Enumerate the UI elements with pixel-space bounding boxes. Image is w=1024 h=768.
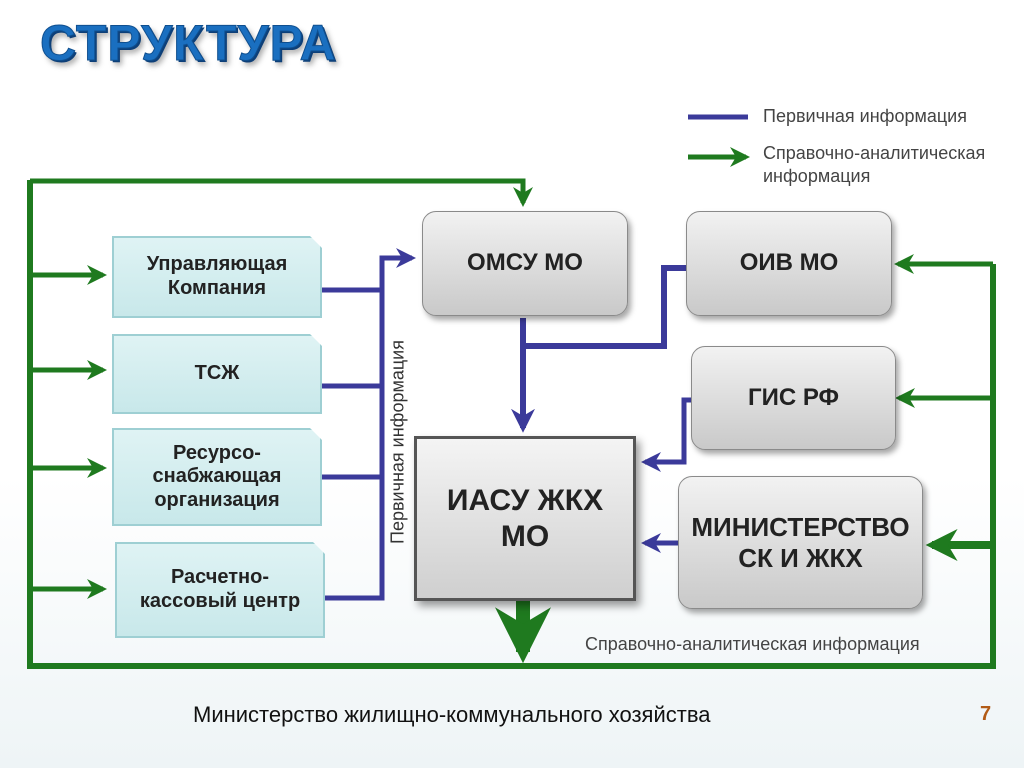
box-resource-supply-line2: снабжающая (152, 465, 282, 488)
legend-primary-label: Первичная информация (763, 106, 967, 126)
box-iasu-line1: ИАСУ ЖКХ (446, 484, 604, 518)
green-arrow-to-omsu (30, 178, 533, 207)
box-iasu: ИАСУ ЖКХ МО (414, 436, 636, 601)
box-settlement-center: Расчетно- кассовый центр (115, 542, 325, 638)
box-resource-supply: Ресурсо- снабжающая организация (112, 428, 322, 526)
bottom-reference-label: Справочно-аналитическая информация (585, 634, 920, 654)
box-ministry-line1: МИНИСТЕРСТВО (691, 511, 910, 542)
blue-line-oiv (526, 265, 686, 349)
footer-text: Министерство жилищно-коммунального хозяй… (193, 702, 711, 727)
vertical-primary-label: Первичная информация (387, 340, 408, 544)
box-ministry: МИНИСТЕРСТВО СК И ЖКХ (678, 476, 923, 609)
box-settlement-center-line1: Расчетно- (170, 566, 270, 589)
box-management-company-line2: Компания (167, 277, 267, 299)
box-oiv: ОИВ МО (686, 211, 892, 316)
box-resource-supply-line3: организация (154, 488, 280, 511)
legend-reference-label: Справочно-аналитическая информация (763, 142, 985, 188)
box-tsj: ТСЖ (112, 334, 322, 414)
box-omsu: ОМСУ МО (422, 211, 628, 316)
box-tsj-label: ТСЖ (194, 362, 240, 385)
page-number: 7 (980, 703, 992, 725)
box-management-company-line1: Управляющая (146, 253, 288, 276)
box-resource-supply-line1: Ресурсо- (173, 441, 261, 464)
page-title: СТРУКТУРА (40, 15, 337, 72)
box-gis: ГИС РФ (691, 346, 896, 450)
legend-reference-line1: Справочно-аналитическая (763, 143, 986, 163)
box-settlement-center-line2: кассовый центр (139, 590, 301, 612)
blue-bus (322, 248, 416, 601)
blue-arrow-gis-iasu (641, 397, 691, 472)
legend-reference-line2: информация (763, 166, 871, 186)
box-iasu-line2: МО (500, 519, 550, 553)
green-frame (27, 180, 996, 669)
box-ministry-line2: СК И ЖКХ (738, 542, 863, 573)
box-management-company: Управляющая Компания (112, 236, 322, 318)
